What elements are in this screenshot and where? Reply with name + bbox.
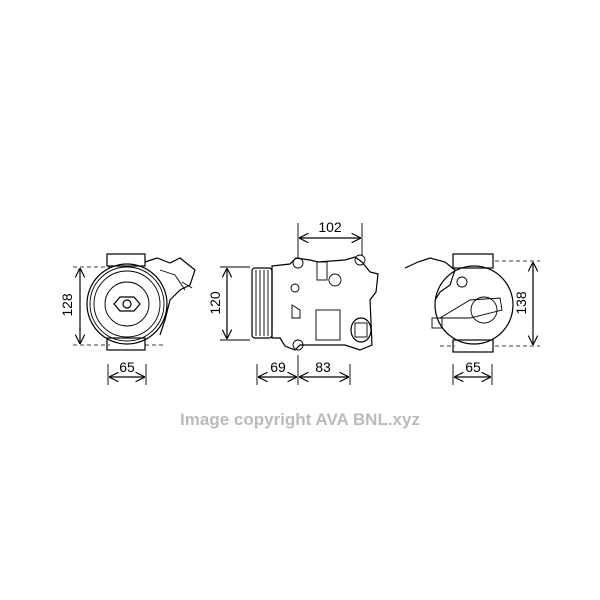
- dimension-label-102: 102: [318, 219, 342, 235]
- dimension-label-65-front: 65: [119, 359, 135, 375]
- dimension-label-138: 138: [513, 291, 529, 315]
- dimension-label-83: 83: [315, 359, 331, 375]
- front-view: 128 65: [59, 253, 196, 385]
- dimension-label-69: 69: [270, 359, 286, 375]
- dimension-label-65-rear: 65: [465, 359, 481, 375]
- rear-view: 138 65: [404, 253, 540, 385]
- watermark: Image copyright AVA BNL.xyz: [180, 410, 420, 429]
- dimension-label-120: 120: [207, 291, 223, 315]
- side-view: 102 120 69 83: [207, 219, 379, 385]
- dimension-label-128: 128: [59, 293, 75, 317]
